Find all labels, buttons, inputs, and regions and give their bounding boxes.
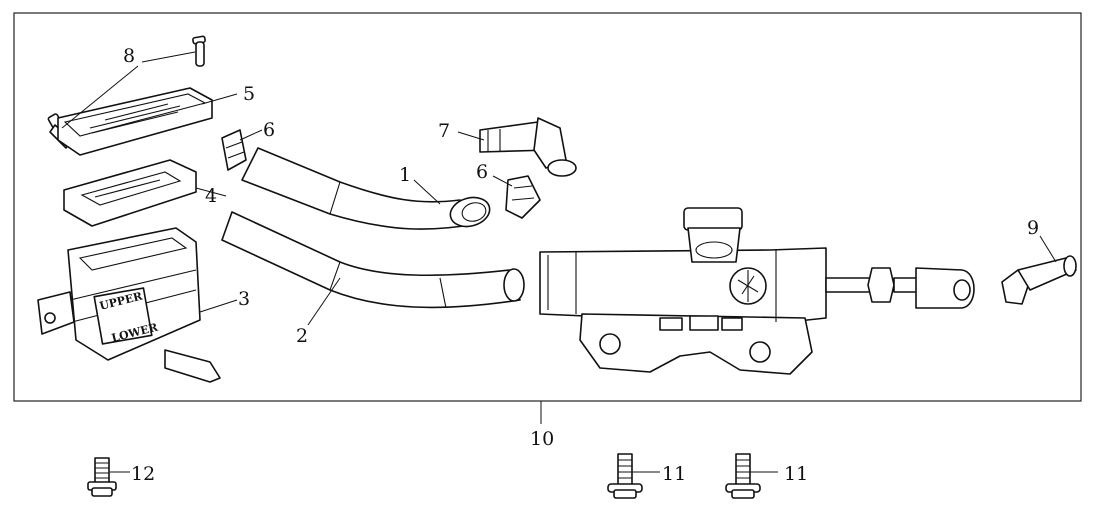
master-cylinder-body [539,207,827,375]
callout-11-right: 11 [784,463,808,485]
callout-1: 1 [399,164,411,186]
callout-12: 12 [131,463,155,485]
clevis-clip-9 [1001,255,1077,305]
leader-9 [1039,235,1057,263]
callout-3: 3 [238,288,250,310]
callout-9: 9 [1027,217,1039,239]
callout-11-left: 11 [662,463,686,485]
leader-2 [307,277,341,326]
leader-lines [61,51,1057,473]
callout-8: 8 [123,45,135,67]
bolt-12 [87,457,117,497]
callout-6-right: 6 [476,161,488,183]
leader-7 [457,131,485,141]
reservoir-body-3: UPPER LOWER [37,227,221,383]
screw-8-upper [192,35,206,67]
leader-8-lower [61,65,139,129]
leader-6-right [492,175,513,187]
callout-6-left: 6 [263,119,275,141]
elbow-fitting-7 [479,117,577,177]
callout-5: 5 [243,83,255,105]
callout-2: 2 [296,325,308,347]
leader-4 [195,187,227,197]
reservoir-hose-2 [221,211,525,309]
diaphragm-4 [63,159,197,227]
hose-clamp-6-left [221,129,247,171]
leader-1 [413,179,441,205]
leader-8-upper [141,51,196,63]
leader-6-left [239,129,263,141]
leader-5 [201,93,238,105]
reservoir-cap-5 [57,87,213,156]
callout-7: 7 [438,120,450,142]
reservoir-hose-1 [241,147,491,230]
bolt-11-right [725,453,761,499]
callout-4: 4 [205,185,217,207]
assembly-frame [13,12,1082,402]
push-rod-clevis [825,267,975,309]
hose-clamp-6-right [505,175,541,219]
callout-10: 10 [530,428,554,450]
leader-3 [199,299,238,313]
bolt-11-left [607,453,643,499]
